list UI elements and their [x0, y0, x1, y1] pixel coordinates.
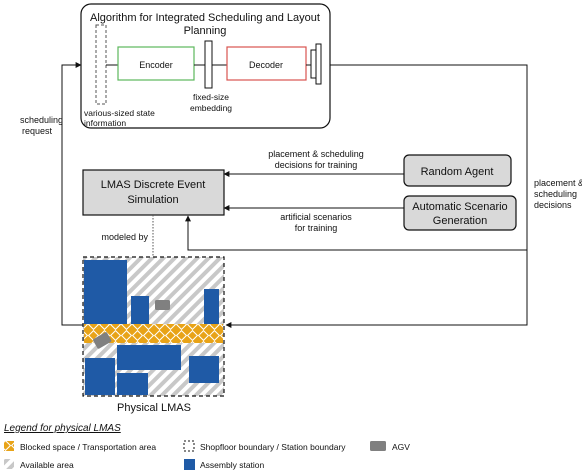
legend-boundary-label: Shopfloor boundary / Station boundary: [200, 442, 346, 452]
embedding-box: [204, 40, 213, 89]
scenario-edge-line1: artificial scenarios: [280, 212, 352, 222]
output-bar-1: [310, 49, 317, 79]
station-6: [117, 373, 148, 395]
encoder-box: [117, 46, 195, 81]
simulation-label-line1: LMAS Discrete Event: [101, 179, 206, 191]
decisions-label-line1: placement &: [534, 178, 582, 188]
legend-title: Legend for physical LMAS: [4, 423, 121, 434]
simulation-box: [82, 169, 225, 216]
state-label-line2: information: [84, 118, 126, 128]
scenario-edge-line2: for training: [295, 223, 338, 233]
legend-agv-label: AGV: [392, 442, 410, 452]
scenario-gen-line1: Automatic Scenario: [412, 201, 507, 213]
legend-agv-swatch: [370, 441, 386, 451]
encoder-label: Encoder: [139, 60, 173, 70]
shopfloor-boundary: [82, 256, 225, 397]
embedding-label-line2: embedding: [190, 103, 232, 113]
legend-blocked-swatch: [4, 441, 14, 451]
random-agent-box: [403, 154, 512, 187]
decoder-label: Decoder: [249, 60, 283, 70]
algorithm-title-line1: Algorithm for Integrated Scheduling and …: [90, 12, 320, 24]
decisions-label-line3: decisions: [534, 200, 572, 210]
legend-blocked-label: Blocked space / Transportation area: [20, 442, 156, 452]
algorithm-title-line2: Planning: [184, 25, 227, 37]
transport-area: [84, 324, 223, 343]
simulation-label-line2: Simulation: [127, 194, 178, 206]
legend-assembly-label: Assembly station: [200, 460, 265, 470]
modeled-by-label: modeled by: [101, 232, 148, 242]
physical-lmas-label: Physical LMAS: [117, 402, 191, 414]
state-label-line1: various-sized state: [84, 108, 155, 118]
random-edge-line1: placement & scheduling: [268, 149, 364, 159]
station-5: [85, 358, 115, 395]
legend-assembly-swatch: [184, 459, 195, 470]
physical-decisions-arrow: [225, 250, 528, 328]
scheduling-request-arrow: [61, 62, 83, 326]
random-edge-line2: decisions for training: [275, 160, 358, 170]
scheduling-request-line1: scheduling: [20, 115, 63, 125]
random-agent-label: Random Agent: [421, 166, 494, 178]
station-2: [131, 296, 149, 324]
station-7: [189, 356, 219, 383]
decoder-box: [226, 46, 307, 81]
embedding-label-line1: fixed-size: [193, 92, 229, 102]
agv-2: [93, 332, 112, 349]
station-4: [117, 345, 181, 370]
agv-1: [155, 300, 170, 310]
decisions-label-line2: scheduling: [534, 189, 577, 199]
scheduling-request-line2: request: [22, 126, 53, 136]
station-3: [204, 289, 219, 324]
scenario-gen-box: [403, 195, 517, 231]
legend-boundary-swatch: [183, 440, 195, 452]
legend-available-label: Available area: [20, 460, 74, 470]
station-1: [84, 260, 127, 324]
output-bar-2: [315, 43, 322, 85]
scenario-gen-line2: Generation: [433, 215, 487, 227]
legend-available-swatch: [4, 459, 14, 469]
state-info-box: [95, 24, 107, 105]
